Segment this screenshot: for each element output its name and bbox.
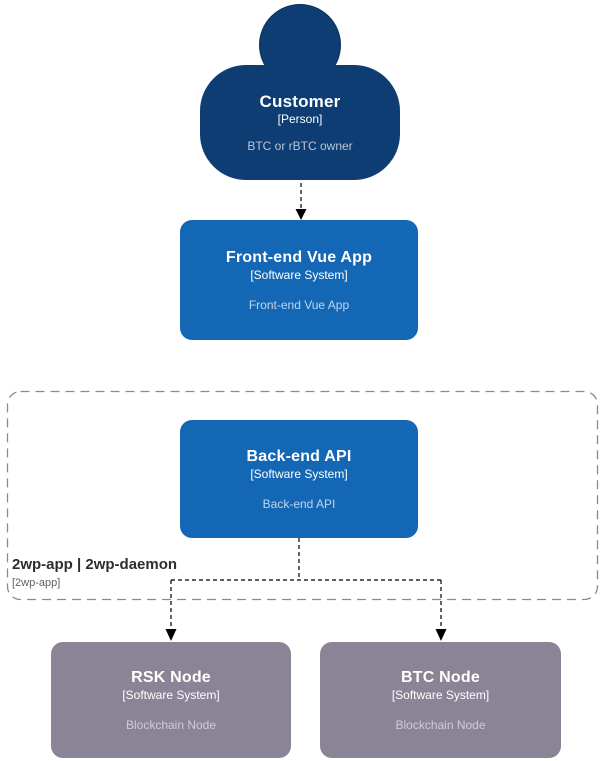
- node-description: BTC or rBTC owner: [247, 138, 353, 153]
- node-subtitle: [Software System]: [122, 687, 220, 702]
- node-customer: Customer [Person] BTC or rBTC owner: [200, 65, 400, 180]
- node-subtitle: [Software System]: [391, 687, 490, 702]
- arrowhead-backend-btc: [435, 629, 447, 641]
- arrowhead-backend-rsk: [165, 629, 177, 641]
- node-description: Front-end Vue App: [248, 297, 350, 312]
- node-title: Customer: [259, 91, 341, 111]
- boundary-title: 2wp-app | 2wp-daemon: [12, 556, 178, 573]
- node-subtitle: [Person]: [277, 111, 323, 126]
- node-title: RSK Node: [131, 668, 211, 686]
- node-subtitle: [Software System]: [250, 267, 348, 282]
- node-description: Back-end API: [262, 496, 336, 511]
- arrowhead-customer-frontend: [295, 209, 307, 220]
- node-title: Back-end API: [246, 447, 352, 465]
- node-frontend-vue-app: Front-end Vue App [Software System] Fron…: [180, 220, 418, 340]
- node-description: Blockchain Node: [125, 717, 217, 732]
- node-title: BTC Node: [401, 668, 480, 686]
- boundary-subtitle: [2wp-app]: [12, 577, 61, 589]
- node-rsk: RSK Node [Software System] Blockchain No…: [51, 642, 291, 758]
- node-description: Blockchain Node: [395, 717, 486, 732]
- connector-backend-nodes: [170, 538, 442, 631]
- node-title: Front-end Vue App: [225, 248, 373, 266]
- node-subtitle: [Software System]: [250, 466, 348, 481]
- boundary-label: 2wp-app | 2wp-daemon [2wp-app]: [12, 556, 177, 590]
- node-btc: BTC Node [Software System] Blockchain No…: [320, 642, 561, 758]
- node-backend-api: Back-end API [Software System] Back-end …: [180, 420, 418, 538]
